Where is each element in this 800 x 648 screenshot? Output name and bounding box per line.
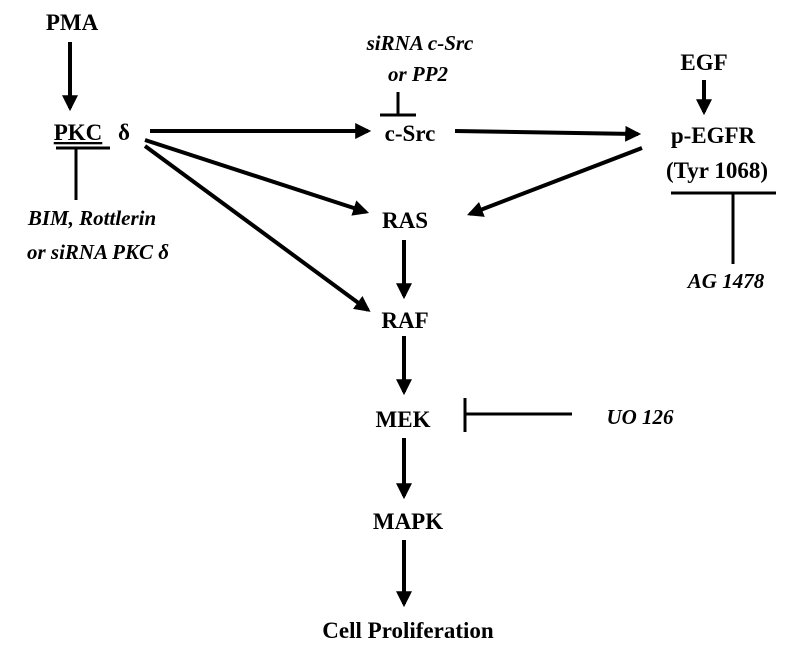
csrc-label: c-Src	[385, 121, 436, 146]
delta-symbol: δ	[118, 120, 130, 145]
raf-label: RAF	[381, 308, 428, 333]
inhibition-bar-pkc	[56, 146, 110, 200]
arrow-pegfr-to-ras	[467, 146, 643, 217]
arrow-pkc-to-ras	[144, 138, 370, 216]
mek-inhibitor-label: UO 126	[606, 405, 674, 429]
pkc-inhibitor-line-1: BIM, Rottlerin	[27, 206, 156, 230]
egf-label: EGF	[680, 50, 727, 75]
inhibition-bar-src	[380, 92, 416, 117]
egfr-inhibitor-label: AG 1478	[686, 269, 765, 293]
src-inhibitor-line-1: siRNA c-Src	[366, 31, 474, 55]
cell-proliferation-label: Cell Proliferation	[322, 618, 494, 643]
mek-label: MEK	[376, 407, 431, 432]
tyr-label: (Tyr 1068)	[666, 158, 768, 183]
arrow-csrc-to-pegfr	[454, 125, 642, 142]
ras-label: RAS	[382, 208, 428, 233]
arrow-pkc-to-raf	[143, 144, 371, 312]
pma-label: PMA	[46, 10, 99, 35]
inhibition-bar-egfr	[671, 191, 776, 264]
src-inhibitor-line-2: or PP2	[388, 62, 449, 86]
pkc-label: PKC	[54, 120, 103, 145]
pkc-inhibitor-line-2: or siRNA PKC δ	[27, 240, 169, 264]
mapk-label: MAPK	[373, 509, 443, 534]
pegfr-label: p-EGFR	[671, 123, 756, 148]
inhibition-bar-mek	[463, 398, 572, 432]
